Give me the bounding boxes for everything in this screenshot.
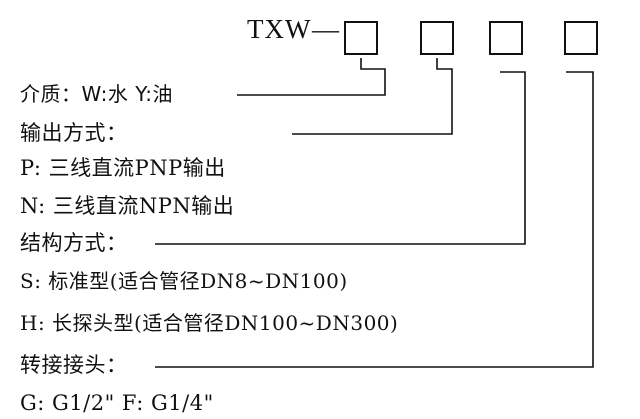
output-option-npn: N: 三线直流NPN输出 [20, 194, 235, 218]
connector-structure [155, 71, 526, 245]
output-label: 输出方式： [20, 121, 128, 145]
code-box-structure [489, 21, 523, 55]
connector-medium [237, 58, 386, 96]
code-box-connector [564, 21, 598, 55]
connector-joint [155, 71, 594, 368]
structure-label: 结构方式： [20, 231, 128, 255]
output-option-pnp: P: 三线直流PNP输出 [20, 156, 226, 180]
connector-options: G: G1/2" F: G1/4" [20, 391, 214, 415]
model-prefix: TXW [247, 14, 312, 44]
connector-label: 转接接头： [20, 353, 128, 377]
structure-option-long-probe: H: 长探头型(适合管径DN100~DN300) [20, 311, 399, 335]
code-box-output [420, 21, 454, 55]
structure-option-standard: S: 标准型(适合管径DN8~DN100) [20, 269, 348, 293]
medium-label: 介质：W:水 Y:油 [20, 82, 173, 106]
model-separator: — [312, 14, 340, 44]
connector-output [292, 58, 453, 135]
code-box-medium [344, 21, 378, 55]
